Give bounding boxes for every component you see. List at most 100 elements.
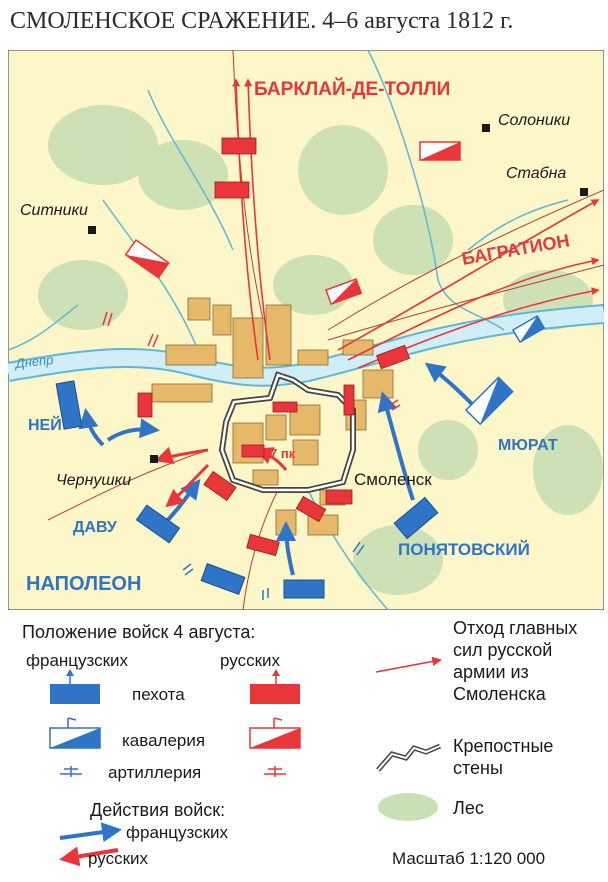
label-stabna: Стабна (506, 165, 566, 182)
label-davout: ДАВУ (73, 519, 118, 536)
legend-actions-russian: русских (88, 849, 149, 868)
legend-russian-cavalry-symbol (249, 717, 301, 749)
russian-cavalry-unit (124, 238, 170, 279)
forest-patch (38, 260, 128, 330)
village-marker (580, 188, 588, 196)
french-infantry-unit (393, 496, 439, 540)
forest-patch (48, 105, 158, 185)
city-block (212, 304, 232, 336)
road (327, 264, 604, 341)
russian-cavalry (124, 141, 461, 306)
french-artillery (182, 541, 365, 600)
russian-cavalry-unit (419, 141, 461, 161)
legend-artillery-label: артиллерия (108, 763, 201, 782)
legend-french-artillery-symbol (60, 766, 82, 777)
legend-infantry-label: пехота (132, 685, 185, 704)
retreat-route (244, 78, 271, 361)
russian-infantry-unit (241, 444, 265, 458)
label-sitniki: Ситники (20, 202, 88, 219)
russian-infantry (137, 137, 411, 557)
legend-actions-french: французских (126, 823, 229, 842)
legend-french-header: французских (26, 651, 129, 670)
label-napoleon: НАПОЛЕОН (26, 573, 141, 595)
road (232, 50, 264, 321)
stream (147, 89, 234, 251)
french-attack-arrow (106, 418, 160, 442)
label-smolensk: Смоленск (354, 470, 432, 489)
city-block (151, 383, 213, 403)
russian-infantry-unit (246, 533, 280, 557)
label-chernushki: Чернушки (56, 472, 131, 489)
russian-infantry-unit (137, 392, 153, 418)
map-legend: Положение войск 4 августа: французских р… (22, 618, 577, 868)
legend-walls-line1: Крепостные (453, 736, 553, 756)
city-block (265, 304, 292, 366)
retreat-route (337, 199, 600, 351)
french-infantry-unit (283, 579, 325, 599)
legend-actions-heading: Действия войск: (90, 800, 225, 820)
village-marker (150, 455, 158, 463)
russian-infantry-unit (214, 181, 250, 199)
label-murat: МЮРАТ (498, 437, 558, 454)
artillery-marks (102, 311, 401, 600)
russian-infantry-unit (325, 489, 353, 505)
russian-cavalry-unit (325, 278, 363, 306)
label-poniatowski: ПОНЯТОВСКИЙ (398, 540, 530, 559)
road (47, 449, 209, 521)
french-cavalry (464, 314, 546, 426)
road (327, 189, 604, 331)
french-infantry (55, 380, 439, 599)
russian-infantry-unit (272, 401, 298, 413)
forest-patch (373, 205, 453, 275)
village-marker (88, 226, 96, 234)
legend-walls-line2: стены (453, 758, 503, 778)
french-cavalry-unit (464, 376, 514, 426)
french-attack-arrow (276, 521, 297, 576)
city-block (165, 344, 217, 366)
legend-forest-symbol (378, 793, 438, 821)
village-marker (482, 124, 490, 132)
city-block (342, 339, 374, 356)
legend-russian-infantry-symbol (250, 669, 300, 704)
map-title: СМОЛЕНСКОЕ СРАЖЕНИЕ. 4–6 августа 1812 г. (10, 8, 514, 34)
city-block (362, 369, 394, 399)
forest-patch (138, 140, 228, 210)
legend-french-cavalry-symbol (49, 717, 101, 749)
city-block (252, 469, 279, 486)
dnepr-river-fill (8, 306, 604, 385)
forest-patch (418, 420, 478, 480)
legend-walls-symbol (376, 743, 441, 772)
russian-attack-arrow (165, 463, 210, 508)
russian-artillery (102, 311, 401, 411)
french-attack-arrow (377, 391, 415, 501)
legend-retreat-line4: Смоленска (453, 684, 547, 704)
city-block (187, 297, 211, 321)
french-infantry-unit (55, 380, 83, 430)
stream (467, 199, 569, 251)
city-block (297, 349, 329, 366)
legend-cavalry-label: кавалерия (122, 731, 205, 750)
french-infantry-unit (135, 504, 181, 544)
legend-scale: Масштаб 1:120 000 (392, 849, 545, 868)
russian-infantry-unit (203, 470, 237, 502)
legend-french-infantry-symbol (50, 669, 100, 704)
stream (8, 304, 79, 351)
retreat-route (347, 257, 600, 361)
forest-patch (298, 125, 388, 215)
forest-patch (353, 525, 443, 595)
city-block (292, 439, 319, 466)
french-infantry-unit (200, 563, 246, 595)
legend-position-heading: Положение войск 4 августа: (22, 622, 255, 642)
retreat-route (232, 78, 259, 361)
rivers (8, 50, 604, 610)
city-block (232, 317, 264, 379)
russian-infantry-unit (221, 137, 257, 155)
legend-forest-label: Лес (453, 798, 484, 818)
stream (367, 50, 505, 331)
legend-russian-artillery-symbol (264, 766, 286, 777)
label-ney: НЕЙ (28, 415, 62, 434)
label-dnepr: Днепр (13, 352, 54, 371)
legend-french-action-arrow (59, 822, 122, 843)
city-block (265, 414, 287, 441)
